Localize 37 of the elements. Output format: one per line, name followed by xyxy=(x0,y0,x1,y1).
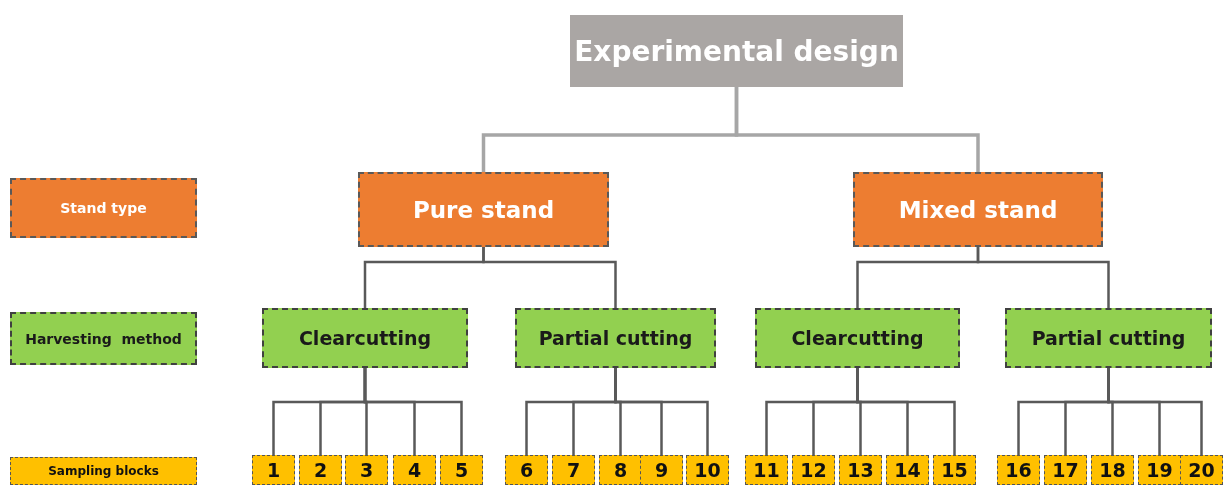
sampling-block-box: 2 xyxy=(299,455,342,485)
level-label-box: Sampling blocks xyxy=(10,457,197,485)
sampling-block-box: 4 xyxy=(393,455,436,485)
sampling-block-box: 7 xyxy=(552,455,595,485)
sampling-block-box: 13 xyxy=(839,455,882,485)
level-label-box: Harvesting method xyxy=(10,312,197,365)
connector-line xyxy=(976,247,1110,308)
sampling-block-box: 11 xyxy=(745,455,788,485)
title-box: Experimental design xyxy=(570,15,903,87)
connector-line xyxy=(734,87,980,172)
sampling-block-box: 3 xyxy=(345,455,388,485)
sampling-block-box: 8 xyxy=(599,455,642,485)
sampling-block-box: 6 xyxy=(505,455,548,485)
stand-type-box: Pure stand xyxy=(358,172,609,247)
connector-line xyxy=(1107,368,1203,455)
harvesting-method-box: Clearcutting xyxy=(262,308,468,368)
connector-line xyxy=(614,368,709,455)
level-label-box: Stand type xyxy=(10,178,197,238)
harvesting-method-box: Clearcutting xyxy=(755,308,960,368)
sampling-block-box: 16 xyxy=(997,455,1040,485)
harvesting-method-box: Partial cutting xyxy=(1005,308,1212,368)
sampling-block-box: 14 xyxy=(886,455,929,485)
sampling-block-box: 15 xyxy=(933,455,976,485)
sampling-block-box: 20 xyxy=(1180,455,1223,485)
stand-type-box: Mixed stand xyxy=(853,172,1103,247)
sampling-block-box: 9 xyxy=(640,455,683,485)
sampling-block-box: 10 xyxy=(686,455,729,485)
sampling-block-box: 1 xyxy=(252,455,295,485)
sampling-block-box: 18 xyxy=(1091,455,1134,485)
harvesting-method-box: Partial cutting xyxy=(515,308,716,368)
sampling-block-box: 19 xyxy=(1138,455,1181,485)
sampling-block-box: 5 xyxy=(440,455,483,485)
connector-line xyxy=(856,368,956,455)
sampling-block-box: 12 xyxy=(792,455,835,485)
connector-line xyxy=(363,368,463,455)
connector-line xyxy=(482,247,617,308)
sampling-block-box: 17 xyxy=(1044,455,1087,485)
